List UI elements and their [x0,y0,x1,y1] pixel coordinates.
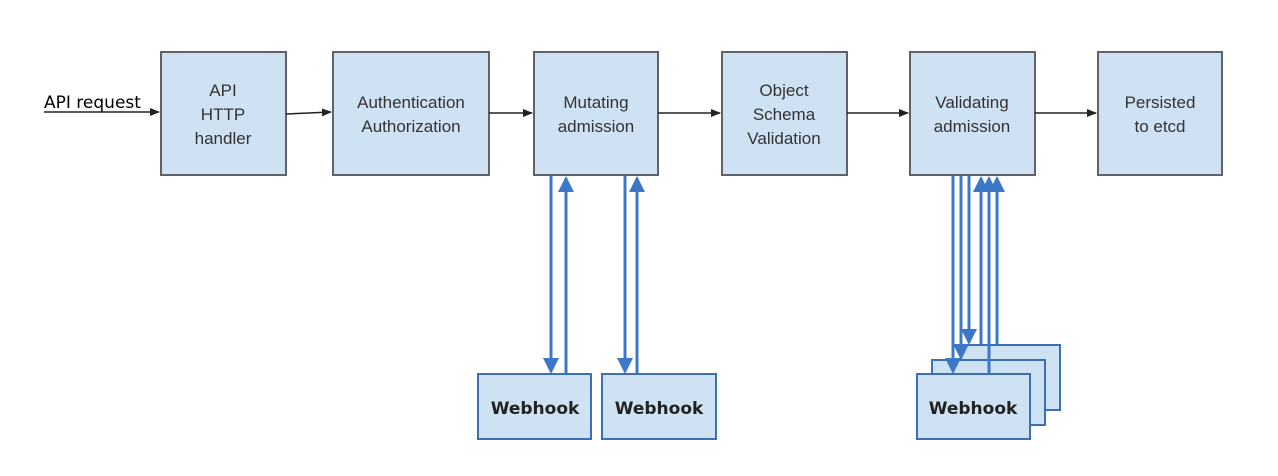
stage-validating-admission: Validating admission [909,51,1036,176]
mutating-webhook-2: Webhook [601,373,717,440]
svg-text:to etcd: to etcd [1134,117,1185,136]
api-request-label: API request [44,93,141,113]
svg-text:Webhook: Webhook [491,399,580,419]
svg-text:admission: admission [934,117,1011,136]
svg-text:Validation: Validation [747,129,820,148]
svg-text:Object: Object [759,81,808,100]
svg-text:Webhook: Webhook [615,399,704,419]
stage-mutating-admission: Mutating admission [533,51,659,176]
svg-text:HTTP: HTTP [201,105,245,124]
svg-text:Authorization: Authorization [361,117,460,136]
svg-text:admission: admission [558,117,635,136]
validating-webhook: Webhook [916,373,1031,440]
mutating-webhook-1: Webhook [477,373,592,440]
svg-text:handler: handler [195,129,252,148]
svg-text:Persisted: Persisted [1125,93,1196,112]
svg-text:Mutating: Mutating [563,93,628,112]
stage-api-http-handler: API HTTP handler [160,51,287,176]
svg-text:API: API [209,81,236,100]
svg-text:Schema: Schema [753,105,816,124]
svg-text:Validating: Validating [935,93,1008,112]
flow-arrow [285,108,332,117]
stage-authentication-authorization: Authentication Authorization [332,51,490,176]
svg-text:Authentication: Authentication [357,93,465,112]
stage-persisted-to-etcd: Persisted to etcd [1097,51,1223,176]
svg-text:Webhook: Webhook [929,399,1018,419]
stage-object-schema-validation: Object Schema Validation [721,51,848,176]
